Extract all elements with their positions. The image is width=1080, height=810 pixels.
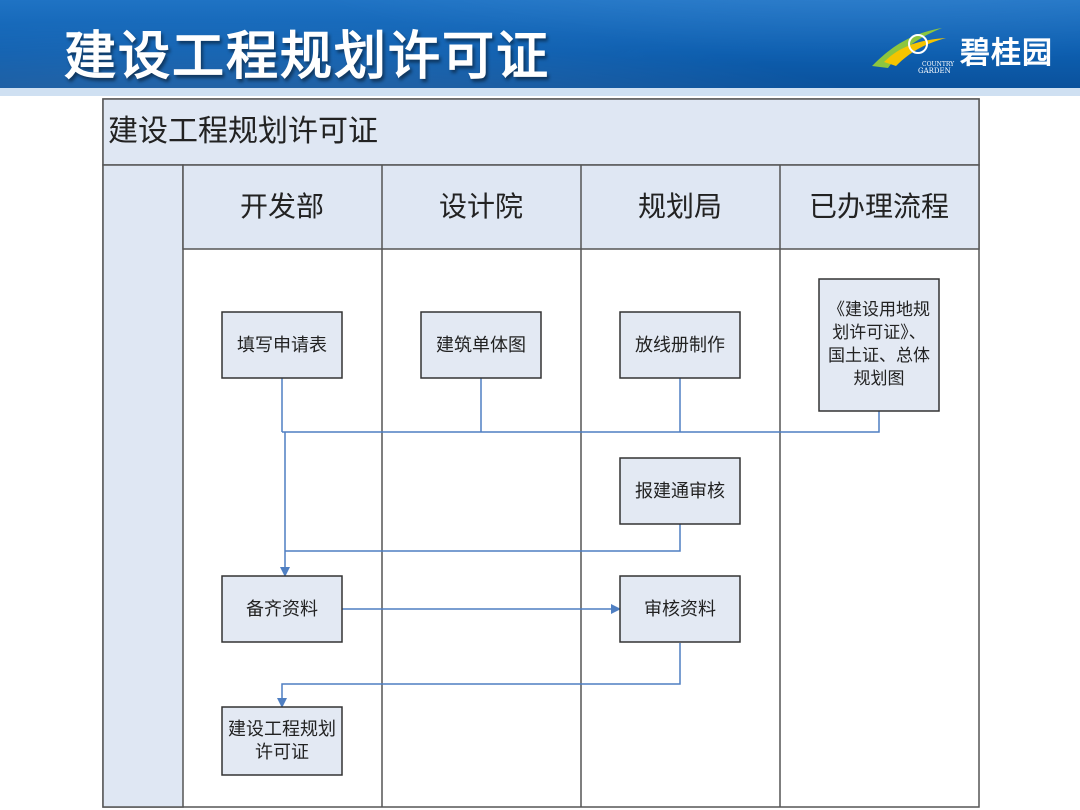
logo-small-text-2: GARDEN bbox=[918, 67, 951, 75]
logo-swoosh-yellow bbox=[884, 38, 946, 66]
node-building-drawing bbox=[420, 311, 542, 379]
connector-review-to-final bbox=[277, 643, 681, 708]
lane-header-development: 开发部 bbox=[239, 190, 324, 223]
node-label-final-permit: 建设工程规划许可证 bbox=[228, 719, 336, 763]
logo-small-text-1: COUNTRY bbox=[922, 61, 955, 68]
node-label-existing-docs: 《建设用地规划许可证》、国土证、总体规划图 bbox=[828, 300, 930, 389]
diagram-title-cell bbox=[102, 98, 980, 166]
left-header-column bbox=[102, 164, 184, 808]
slide-title: 建设工程规划许可证 bbox=[64, 27, 551, 87]
node-label-building-drawing: 建筑单体图 bbox=[436, 334, 526, 356]
node-label-prepare-docs: 备齐资料 bbox=[246, 598, 318, 620]
lane-header-planning-bureau: 规划局 bbox=[637, 190, 722, 223]
diagram-title: 建设工程规划许可证 bbox=[108, 114, 378, 149]
node-label-report-review: 报建通审核 bbox=[635, 480, 725, 502]
node-review-docs bbox=[619, 575, 741, 643]
node-existing-docs bbox=[818, 278, 940, 412]
lane-header-design-institute: 设计院 bbox=[438, 190, 523, 223]
logo-ring bbox=[908, 34, 928, 54]
connector-report-review bbox=[285, 524, 681, 552]
node-label-setout-book: 放线册制作 bbox=[635, 334, 725, 356]
node-label-fill-application: 填写申请表 bbox=[237, 334, 327, 356]
node-prepare-docs bbox=[221, 575, 343, 643]
banner-bottom-band bbox=[0, 88, 1080, 96]
node-fill-application bbox=[221, 311, 343, 379]
node-label-review-docs: 审核资料 bbox=[644, 598, 716, 620]
lane-header-completed-process: 已办理流程 bbox=[808, 190, 949, 223]
header-banner: 建设工程规划许可证 COUNTRY GARDEN 碧桂园 bbox=[0, 0, 1080, 96]
node-report-review bbox=[619, 457, 741, 525]
node-final-permit bbox=[221, 706, 343, 776]
logo-text: 碧桂园 bbox=[960, 36, 1053, 71]
node-setout-book bbox=[619, 311, 741, 379]
country-garden-logo: COUNTRY GARDEN bbox=[872, 28, 955, 75]
connector-existing-docs bbox=[282, 411, 880, 433]
